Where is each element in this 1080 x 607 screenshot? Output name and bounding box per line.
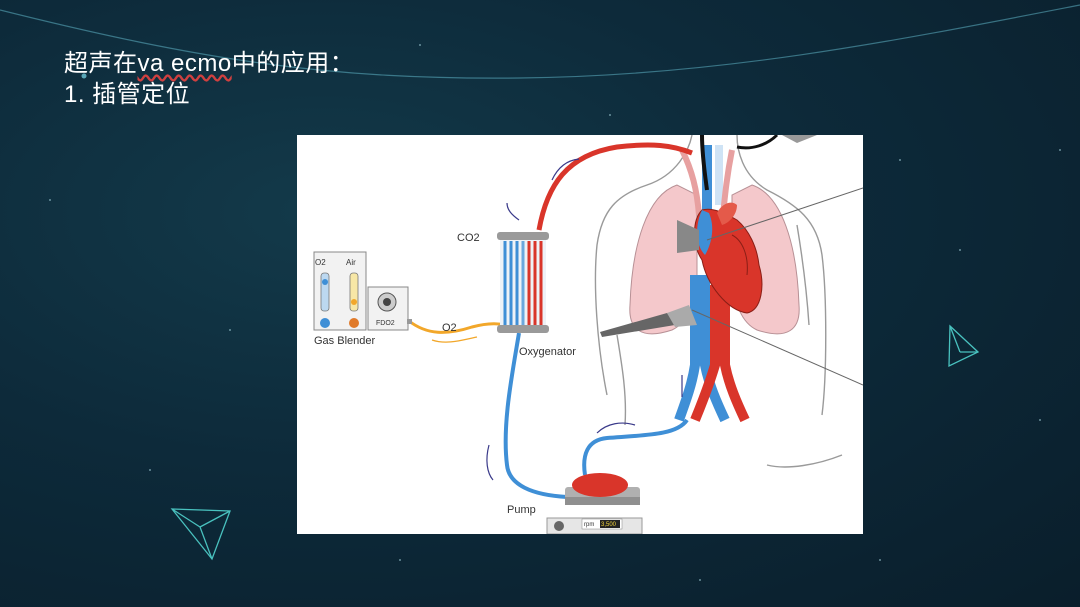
title-suffix: 中的应用： xyxy=(232,50,355,77)
subtitle-line: 1. 插管定位 xyxy=(64,79,354,110)
gas-blender xyxy=(314,252,412,330)
o2-label: O2 xyxy=(442,322,457,334)
venous-line-to-pump xyxy=(584,420,687,475)
o2-column-label: O2 xyxy=(315,258,326,267)
rpm-value: 3,500 xyxy=(601,522,617,528)
gas-line xyxy=(409,321,505,332)
ecmo-diagram: CO2 O2 Air FDO2 O2 Gas Blender Oxygenato… xyxy=(297,135,863,534)
gas-blender-label: Gas Blender xyxy=(314,335,375,347)
air-column-label: Air xyxy=(346,258,356,267)
oxygenator xyxy=(497,232,549,333)
pump-label: Pump xyxy=(507,504,536,516)
rpm-label: rpm xyxy=(584,522,594,528)
pump xyxy=(547,473,642,534)
paper-plane-icon xyxy=(949,326,978,366)
oxygenator-label: Oxygenator xyxy=(519,346,576,358)
co2-label: CO2 xyxy=(457,232,480,244)
paper-plane-icon xyxy=(172,509,230,559)
fdo2-label: FDO2 xyxy=(376,320,395,327)
slide-title: 超声在va ecmo中的应用： 1. 插管定位 xyxy=(64,48,354,110)
title-prefix: 超声在 xyxy=(64,50,138,77)
title-term: va ecmo xyxy=(138,50,232,77)
title-line: 超声在va ecmo中的应用： xyxy=(64,48,354,79)
